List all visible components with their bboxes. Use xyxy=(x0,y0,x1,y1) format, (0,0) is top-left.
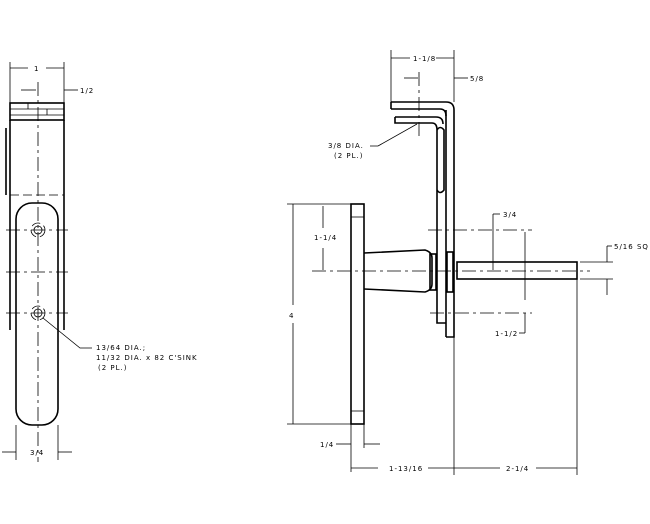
dim-flange-half: 1-1/4 xyxy=(314,234,337,242)
hole-upper xyxy=(33,225,43,235)
hole-note-line-1: 13/64 DIA.; xyxy=(96,344,146,352)
hole-lower xyxy=(33,308,43,318)
dim-hub-length: 1-13/16 xyxy=(389,465,423,473)
dim-rod-square: 5/16 SQ xyxy=(614,243,649,251)
hole-note-line-3: (2 PL.) xyxy=(98,364,128,372)
dim-flange-height: 4 xyxy=(289,312,294,320)
front-view: 1-1/8 5/8 3/8 DIA. (2 PL.) 3/4 5/16 SQ 1… xyxy=(287,50,649,475)
hole-note-line-2: 11/32 DIA. x 82 C'SINK xyxy=(96,354,198,362)
dim-arm-length: 1-1/8 xyxy=(413,55,436,63)
dim-width: 1 xyxy=(34,65,39,73)
hole-note-line-1: 3/8 DIA. xyxy=(328,142,364,150)
strap xyxy=(15,202,59,426)
flange-plate xyxy=(350,203,365,425)
bracket-top-plates xyxy=(9,102,65,121)
dim-offset: 1/2 xyxy=(80,87,94,95)
square-rod xyxy=(456,261,578,280)
dim-hole-offset: 5/8 xyxy=(470,75,484,83)
dim-lower-hole: 1-1/2 xyxy=(495,330,518,338)
side-view: 1 1/2 3/4 13/64 DIA.; 11/32 DIA. x 82 C'… xyxy=(2,62,198,462)
bracket-outer xyxy=(391,101,455,338)
dim-strap-width: 3/4 xyxy=(30,449,44,457)
dim-flange-thickness: 1/4 xyxy=(320,441,334,449)
dim-rod-length: 2-1/4 xyxy=(506,465,529,473)
dim-upper-hole: 3/4 xyxy=(503,211,517,219)
hole-note-line-2: (2 PL.) xyxy=(334,152,364,160)
